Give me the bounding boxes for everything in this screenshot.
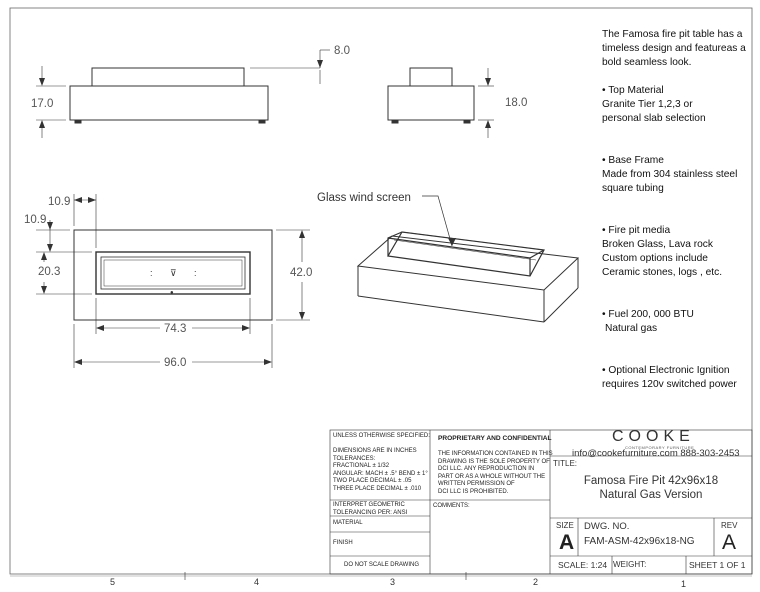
svg-text:●: ● xyxy=(170,290,174,296)
notes-fuel: • Fuel 200, 000 BTU Natural gas xyxy=(602,309,694,334)
tb-finish: FINISH xyxy=(333,540,353,546)
plan-view xyxy=(36,194,310,368)
tb-proprietary-title: PROPRIETARY AND CONFIDENTIAL xyxy=(438,435,552,442)
dim-plan-length: 96.0 xyxy=(164,357,186,369)
dim-plan-depth: 42.0 xyxy=(290,267,312,279)
dim-plan-offset-x: 10.9 xyxy=(48,196,70,208)
tb-weight: WEIGHT: xyxy=(613,560,647,569)
dim-burner-depth: 20.3 xyxy=(38,266,60,278)
dim-plan-offset-y: 10.9 xyxy=(24,214,46,226)
dim-top-height: 8.0 xyxy=(334,45,350,57)
svg-text:⊽: ⊽ xyxy=(170,268,177,278)
svg-text::: : xyxy=(150,268,153,278)
tb-unless-specified: UNLESS OTHERWISE SPECIFIED: xyxy=(333,433,430,439)
dim-burner-length: 74.3 xyxy=(164,323,186,335)
drawing-title: Famosa Fire Pit 42x96x18 Natural Gas Ver… xyxy=(583,475,719,501)
tb-sheet: SHEET 1 OF 1 xyxy=(689,560,746,570)
title-block xyxy=(329,429,753,575)
contact-info: info@cookefurniture.com 888-303-2453 xyxy=(572,448,740,459)
zone-5: 5 xyxy=(110,577,115,587)
zone-3: 3 xyxy=(390,577,395,587)
svg-text::: : xyxy=(194,268,197,278)
tb-dwg-value: FAM-ASM-42x96x18-NG xyxy=(584,536,695,547)
dim-side-height: 18.0 xyxy=(505,97,527,109)
isometric-view xyxy=(356,195,580,323)
front-elevation xyxy=(36,49,330,138)
tb-comments: COMMENTS: xyxy=(433,503,470,509)
tb-interpret: INTERPRET GEOMETRIC TOLERANCING PER: ANS… xyxy=(333,502,408,516)
notes-intro: The Famosa fire pit table has a timeless… xyxy=(602,29,746,68)
notes-ignition: • Optional Electronic Ignition requires … xyxy=(602,365,737,390)
tb-size-value: A xyxy=(559,531,575,554)
side-elevation xyxy=(387,67,494,138)
dim-front-height: 17.0 xyxy=(31,98,53,110)
notes-media: • Fire pit media Broken Glass, Lava rock… xyxy=(602,225,723,278)
tb-do-not-scale: DO NOT SCALE DRAWING xyxy=(344,562,420,568)
tb-title-label: TITLE: xyxy=(553,459,578,468)
notes-base-frame: • Base Frame Made from 304 stainless ste… xyxy=(602,155,738,194)
zone-4: 4 xyxy=(254,577,259,587)
zone-1: 1 xyxy=(681,579,686,589)
tb-dims-note: DIMENSIONS ARE IN INCHES TOLERANCES: FRA… xyxy=(333,448,428,492)
tb-material: MATERIAL xyxy=(333,520,363,526)
tb-rev-value: A xyxy=(722,531,737,554)
glass-wind-screen-callout: Glass wind screen xyxy=(317,192,411,204)
tb-dwg-label: DWG. NO. xyxy=(584,521,630,532)
burner-controls: : ⊽ : ● xyxy=(150,268,197,296)
zone-2: 2 xyxy=(533,577,538,587)
tb-size-label: SIZE xyxy=(556,521,574,530)
brand-logo: COOKE xyxy=(612,428,695,445)
tb-rev-label: REV xyxy=(721,521,738,530)
tb-scale: SCALE: 1:24 xyxy=(558,560,608,570)
brand-sub: CONTEMPORARY FURNITURE xyxy=(625,445,695,450)
notes-top-material: • Top Material Granite Tier 1,2,3 or per… xyxy=(602,85,706,124)
tb-proprietary-text: THE INFORMATION CONTAINED IN THIS DRAWIN… xyxy=(438,451,553,495)
